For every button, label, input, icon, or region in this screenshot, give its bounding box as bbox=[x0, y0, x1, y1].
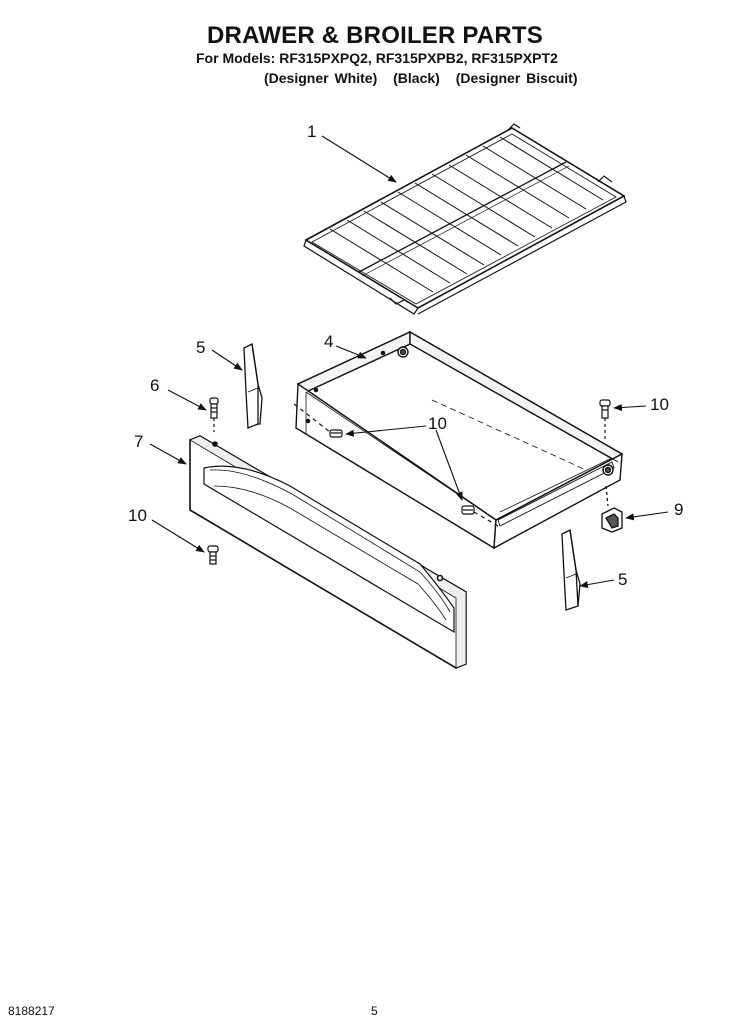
variant-white: (Designer White) bbox=[264, 70, 378, 86]
callout-5-left: 5 bbox=[196, 338, 206, 357]
callout-5-right: 5 bbox=[618, 570, 628, 589]
variant-biscuit: (Designer Biscuit) bbox=[455, 70, 578, 86]
callout-4: 4 bbox=[324, 332, 334, 351]
leader-lines bbox=[149, 135, 669, 589]
clip-part bbox=[601, 485, 623, 533]
document-number: 8188217 bbox=[8, 1004, 55, 1018]
drawer-front-panel bbox=[189, 435, 467, 669]
broiler-pan-grid bbox=[303, 123, 627, 315]
callout-6: 6 bbox=[150, 376, 160, 395]
callout-7: 7 bbox=[134, 432, 144, 451]
callout-10-center: 10 bbox=[428, 414, 447, 433]
callout-10-left: 10 bbox=[128, 506, 147, 525]
callout-10-right: 10 bbox=[650, 395, 669, 414]
screw-center bbox=[293, 403, 343, 438]
callout-1: 1 bbox=[307, 122, 317, 141]
drawer-slide-right bbox=[561, 529, 581, 611]
drawer-slide-left bbox=[243, 343, 263, 429]
callout-9: 9 bbox=[674, 500, 684, 519]
page-number: 5 bbox=[371, 1004, 378, 1018]
drawer-body bbox=[295, 330, 624, 550]
stud-part bbox=[209, 397, 219, 432]
variant-black: (Black) bbox=[393, 70, 440, 86]
page-title: DRAWER & BROILER PARTS bbox=[207, 22, 543, 49]
screw-lower-left bbox=[207, 545, 219, 565]
model-list: For Models: RF315PXPQ2, RF315PXPB2, RF31… bbox=[196, 50, 558, 66]
screw-lower-center bbox=[461, 505, 499, 527]
color-variants: (Designer White) (Black) (Designer Biscu… bbox=[264, 70, 588, 86]
screw-upper-right bbox=[599, 399, 611, 440]
